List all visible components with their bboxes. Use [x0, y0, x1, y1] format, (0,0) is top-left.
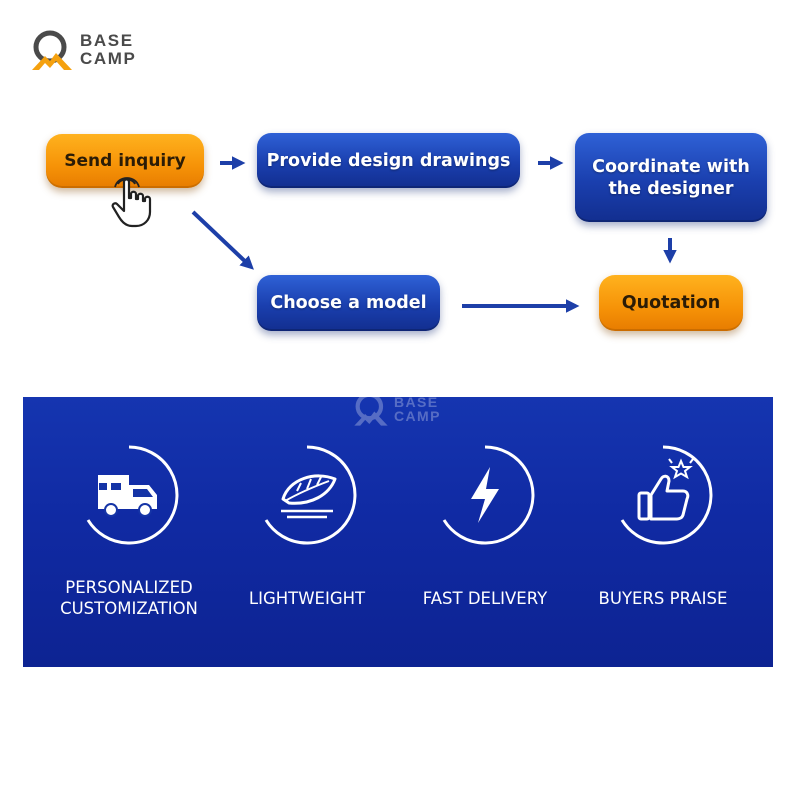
flow-arrows [191, 156, 677, 313]
step-quotation: Quotation [599, 275, 743, 331]
feather-icon [264, 445, 357, 545]
step-choose-a-model: Choose a model [257, 275, 440, 331]
feature-label: LIGHTWEIGHT [248, 589, 366, 608]
step-provide-design-drawings: Provide design drawings [257, 133, 520, 188]
lightning-bolt-icon [442, 445, 535, 545]
thumbs-up-icon [620, 445, 713, 545]
watermark-logo: BASE CAMP [351, 397, 441, 429]
brand-name-line2: CAMP [80, 49, 137, 68]
brand-name-line1: BASE [80, 31, 134, 50]
features-panel: BASE CAMP PERSONALIZED CUSTOMIZATION LIG… [23, 397, 773, 667]
feature-label: FAST DELIVERY [422, 589, 548, 608]
arrow-inquiry-to-model [191, 210, 254, 270]
watermark-logo-icon [354, 397, 388, 426]
watermark-line1: BASE [394, 397, 439, 410]
feature-label: BUYERS PRAISE [598, 589, 728, 608]
hand-pointer-icon [111, 177, 152, 228]
step-coordinate-with-designer: Coordinate with the designer [575, 133, 767, 222]
basecamp-logo-icon [32, 30, 72, 70]
watermark-line2: CAMP [394, 408, 441, 424]
brand-logo: BASE CAMP [28, 26, 136, 74]
camper-van-icon [86, 445, 179, 545]
feature-label: PERSONALIZED CUSTOMIZATION [60, 578, 198, 618]
